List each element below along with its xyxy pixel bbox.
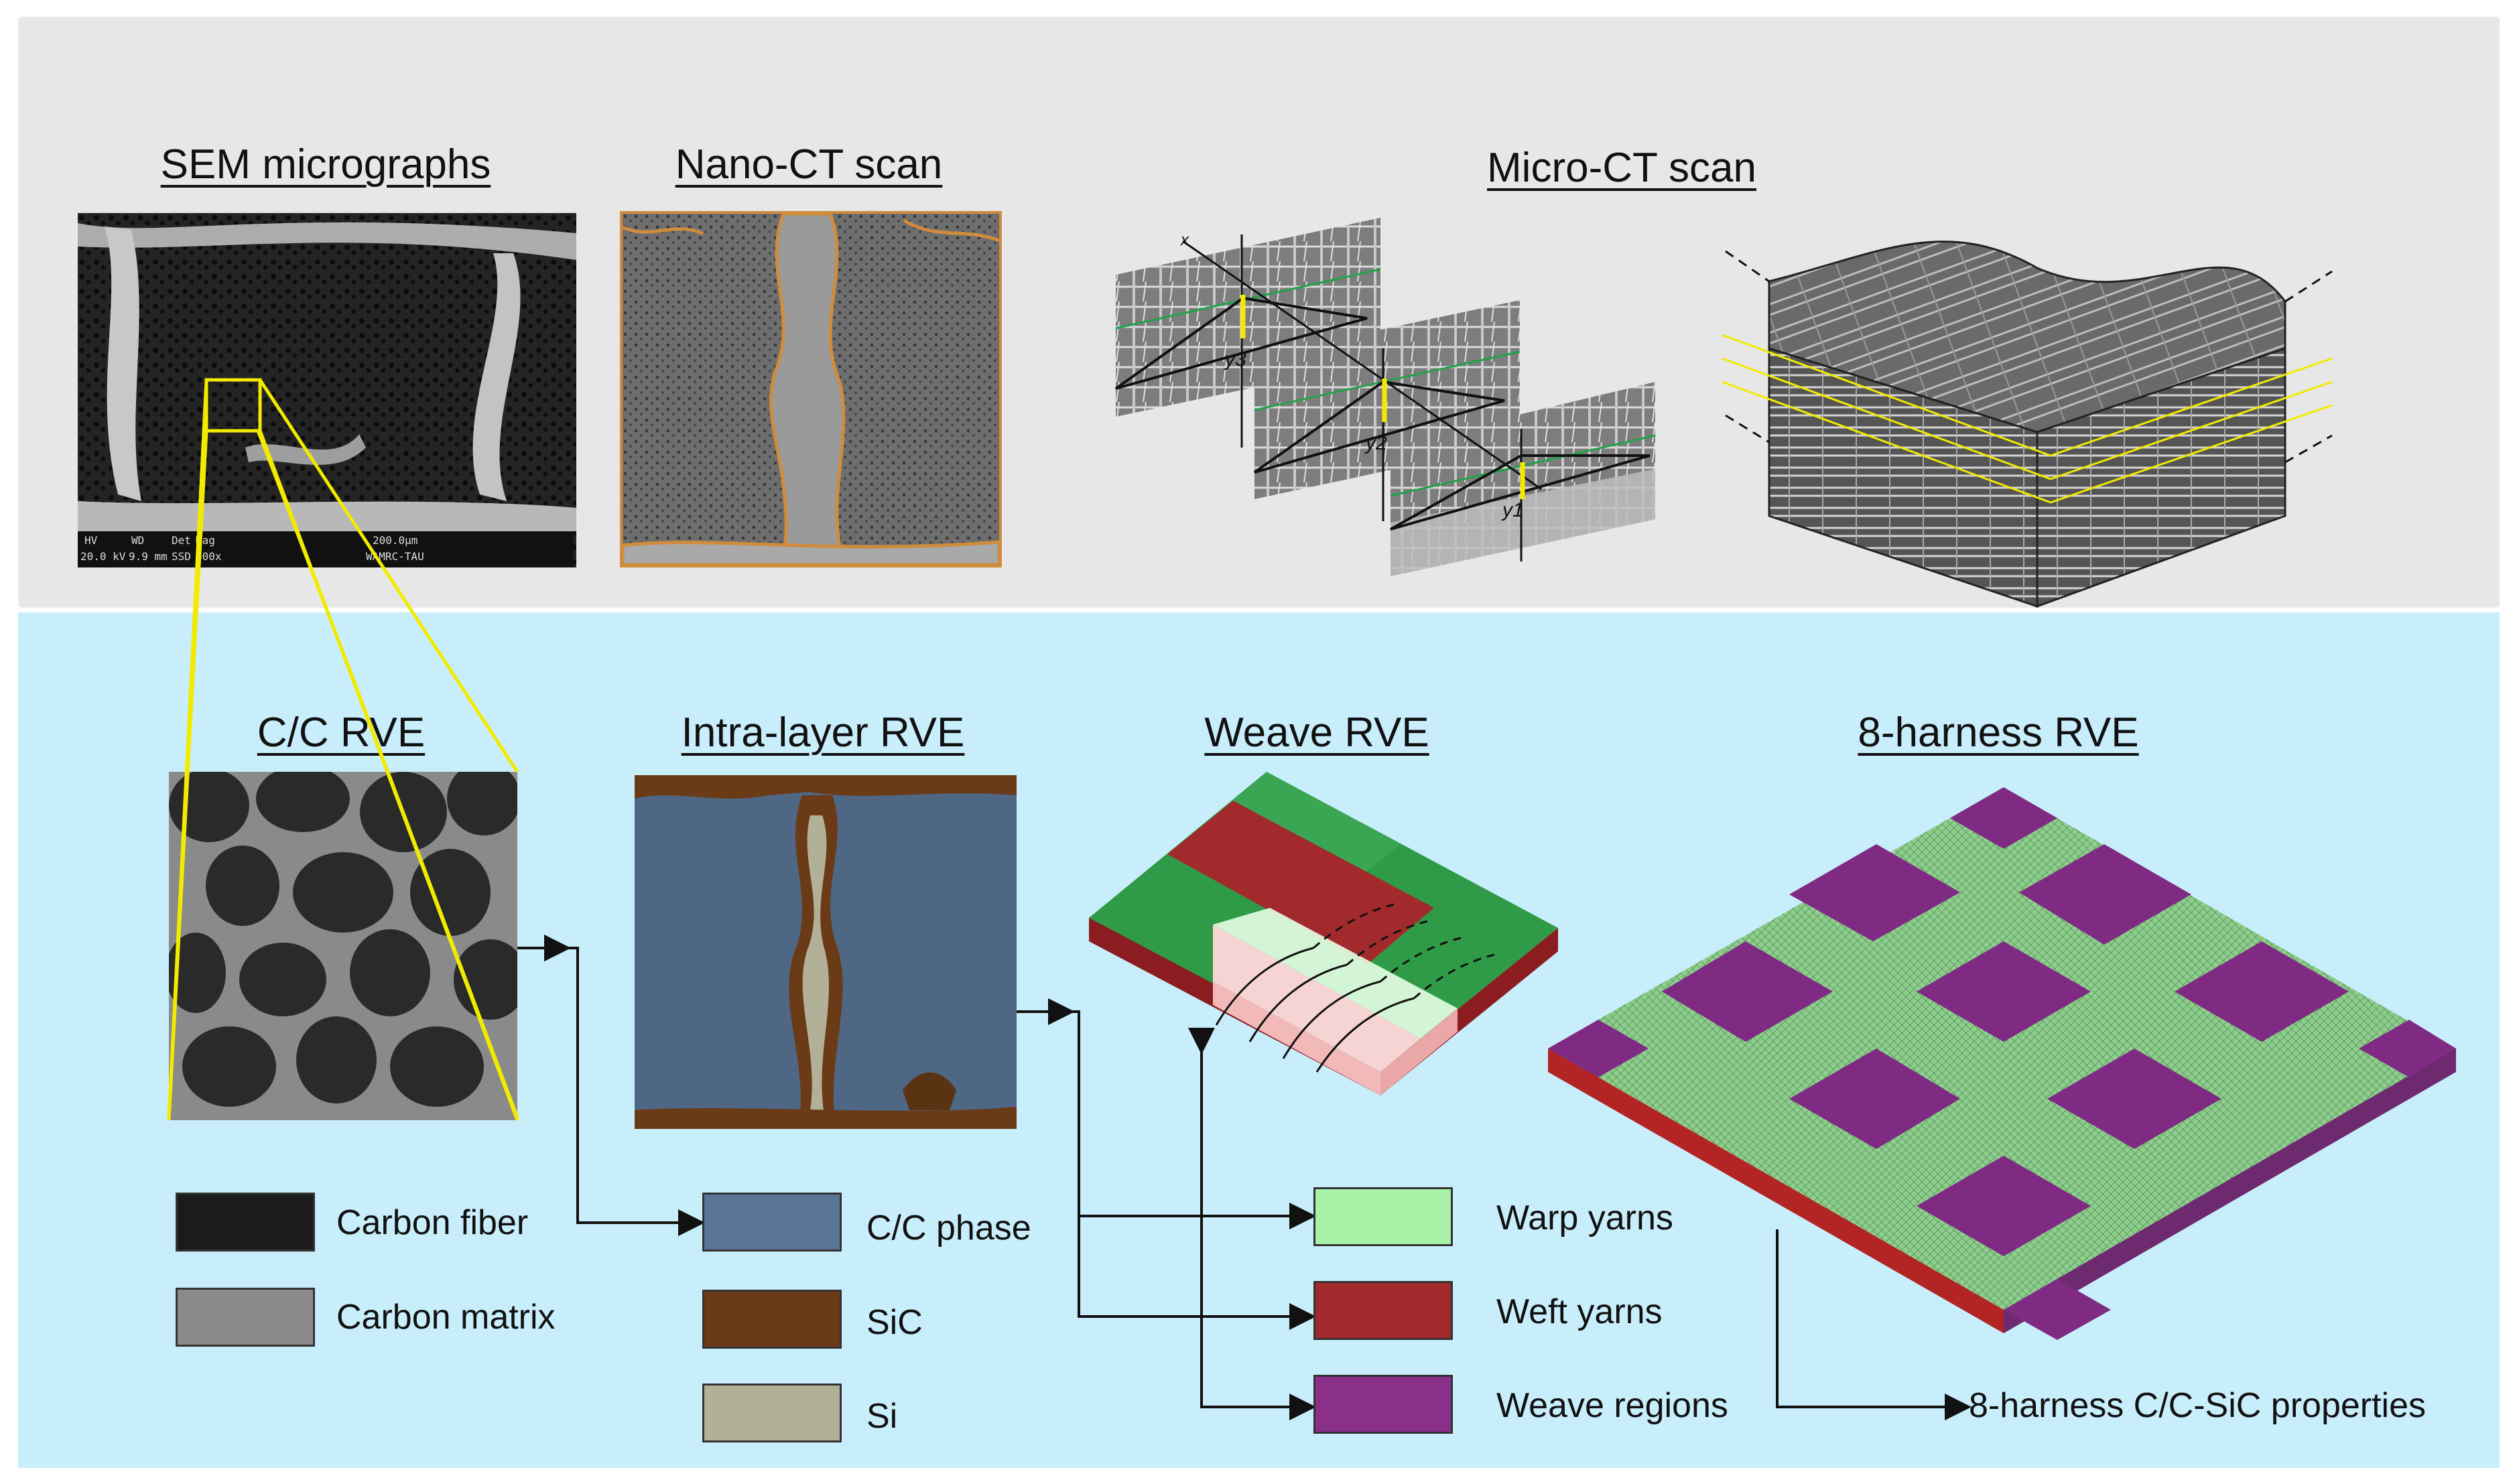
legend-label-sic: SiC	[866, 1303, 923, 1342]
sem-det-label: Det	[172, 534, 191, 547]
cc-rve-image	[169, 772, 517, 1120]
legend-label-weft-yarns: Weft yarns	[1496, 1292, 1663, 1331]
microct-x-label: x	[1181, 231, 1189, 249]
harness-rve-heading: 8-harness RVE	[1858, 710, 2139, 756]
sem-det-value: SSD	[172, 550, 191, 563]
legend-label-si: Si	[866, 1397, 898, 1436]
sem-mag-value: 300x	[196, 550, 222, 563]
sem-wd-label: WD	[131, 534, 145, 547]
sem-heading: SEM micrographs	[160, 141, 491, 188]
legend-swatch-sic	[702, 1290, 842, 1349]
cc-rve-heading: C/C RVE	[257, 710, 426, 756]
weave-rve-heading: Weave RVE	[1204, 710, 1429, 756]
legend-label-carbon-matrix: Carbon matrix	[336, 1298, 556, 1337]
intra-rve-image	[635, 775, 1017, 1129]
sem-info-bar: HV 20.0 kV WD 9.9 mm Det Mag SSD 300x 20…	[78, 531, 574, 567]
sem-lab-label: WAMRC-TAU	[366, 550, 424, 563]
output-label: 8-harness C/C-SiC properties	[1969, 1386, 2427, 1425]
sem-hv-label: HV	[84, 534, 98, 547]
legend-swatch-carbon-matrix	[176, 1288, 315, 1347]
nanoct-heading: Nano-CT scan	[675, 141, 943, 188]
legend-label-weave-regions: Weave regions	[1496, 1386, 1728, 1425]
legend-label-warp-yarns: Warp yarns	[1496, 1199, 1673, 1237]
legend-label-cc-phase: C/C phase	[866, 1209, 1031, 1247]
microct-y2-label: y2	[1366, 432, 1387, 454]
legend-swatch-weft-yarns	[1313, 1281, 1453, 1340]
microct-heading: Micro-CT scan	[1487, 145, 1756, 191]
legend-swatch-warp-yarns	[1313, 1187, 1453, 1246]
microct-y1-label: y1	[1502, 499, 1524, 521]
nanoct-image	[620, 211, 1002, 567]
microct-y3-label: y3	[1225, 348, 1246, 370]
legend-label-carbon-fiber: Carbon fiber	[336, 1203, 529, 1242]
legend-swatch-carbon-fiber	[176, 1193, 315, 1252]
legend-swatch-cc-phase	[702, 1193, 842, 1252]
sem-hv-value: 20.0 kV	[80, 550, 126, 563]
sem-scale-value: 200.0µm	[373, 534, 418, 547]
legend-swatch-si	[702, 1384, 842, 1442]
intra-rve-heading: Intra-layer RVE	[681, 710, 965, 756]
sem-wd-value: 9.9 mm	[129, 550, 168, 563]
legend-swatch-weave-regions	[1313, 1375, 1453, 1434]
